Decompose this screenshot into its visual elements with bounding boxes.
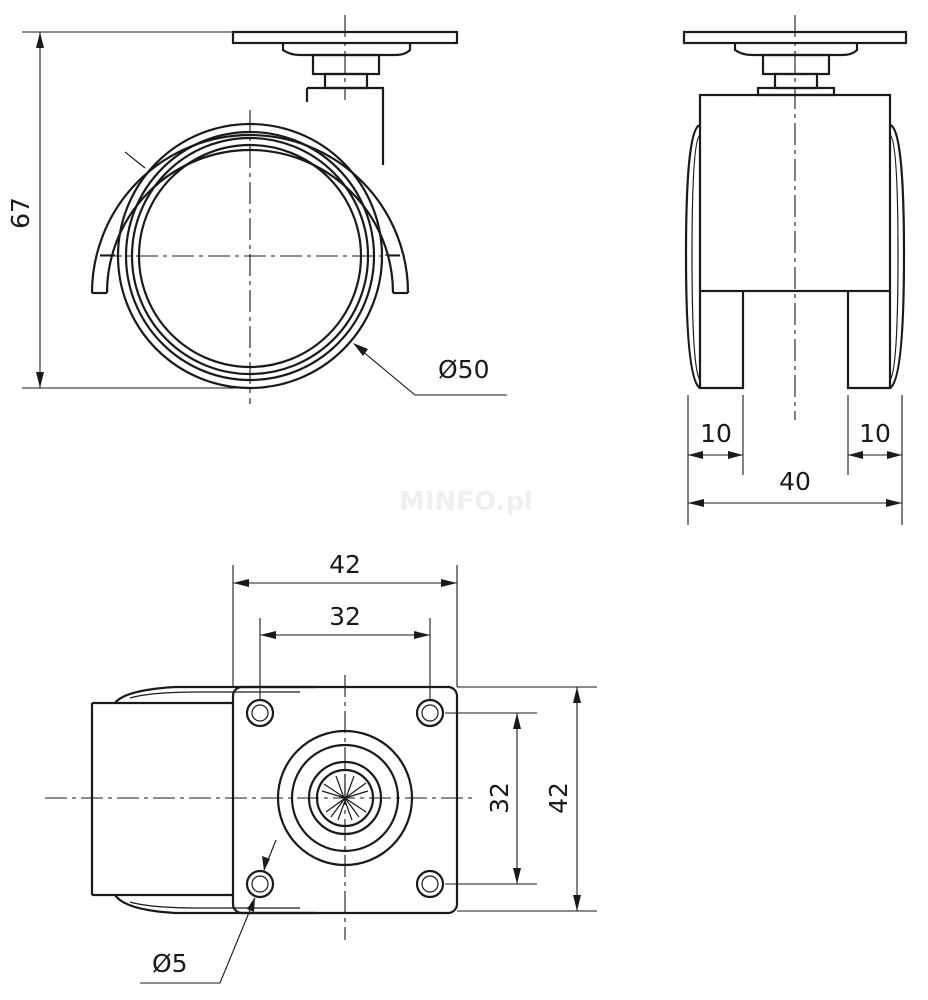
front-wheel-left bbox=[698, 291, 745, 390]
dim-32-vertical-arrow-a bbox=[513, 713, 521, 729]
dim-40-label: 40 bbox=[779, 467, 811, 496]
dim-42-vertical-arrow-b bbox=[573, 895, 581, 911]
dim-32-vertical-label: 32 bbox=[485, 782, 514, 814]
top-tyre-lower bbox=[114, 894, 315, 915]
front-stem-neck bbox=[773, 72, 819, 90]
dim-10-left-label: 10 bbox=[700, 419, 732, 448]
side-plate-boss bbox=[281, 43, 412, 57]
front-stem bbox=[761, 53, 831, 76]
front-tyre-right-inner bbox=[889, 134, 899, 381]
dim-32-horizontal-arrow-b bbox=[414, 631, 430, 639]
dim-10-right-arrow-a bbox=[848, 451, 863, 459]
dim-5-arrow-lower bbox=[247, 897, 255, 912]
side-swivel-arm bbox=[305, 86, 385, 165]
top-tyre-upper-inner bbox=[129, 691, 300, 699]
dim-67-label: 67 bbox=[6, 197, 35, 229]
dim-42-vertical-arrow-a bbox=[573, 687, 581, 703]
wheel-hood-outer bbox=[90, 133, 410, 294]
dim-32-horizontal-label: 32 bbox=[329, 602, 361, 631]
dim-40-arrow-b bbox=[886, 499, 902, 507]
dim-10-left-arrow-a bbox=[688, 451, 703, 459]
front-tyre-left bbox=[684, 123, 701, 389]
top-tyre-lower-inner bbox=[129, 901, 300, 909]
dim-50-leader bbox=[354, 344, 507, 396]
side-view: 67 Ø50 bbox=[6, 15, 507, 404]
dim-67-arrow-top bbox=[36, 32, 44, 48]
dim-42-vertical-label: 42 bbox=[544, 782, 573, 814]
dim-67-arrow-bottom bbox=[36, 372, 44, 388]
dim-5-leader bbox=[140, 897, 256, 984]
dim-40-arrow-a bbox=[688, 499, 704, 507]
mount-hole-bottom-right bbox=[415, 869, 445, 899]
dim-32-horizontal-arrow-a bbox=[260, 631, 276, 639]
hood-tick-mark bbox=[124, 151, 146, 169]
dim-10-left-arrow-b bbox=[728, 451, 743, 459]
mount-hole-top-left bbox=[245, 698, 275, 728]
watermark: MINFO.pl bbox=[399, 487, 533, 517]
dim-10-right-label: 10 bbox=[859, 419, 891, 448]
mount-hole-bottom-left bbox=[245, 869, 275, 899]
side-stem-neck bbox=[323, 72, 369, 90]
top-fork-body bbox=[90, 701, 233, 897]
side-stem bbox=[311, 53, 381, 76]
dim-50-label: Ø50 bbox=[438, 355, 490, 384]
top-tyre-upper bbox=[114, 685, 315, 704]
dim-32-vertical-arrow-b bbox=[513, 868, 521, 884]
mount-hole-top-right bbox=[415, 698, 445, 728]
dim-5-arrow-upper bbox=[262, 856, 270, 871]
front-tyre-right bbox=[889, 123, 906, 389]
dim-50-arrow bbox=[353, 343, 368, 356]
top-view: 42 32 32 42 Ø5 bbox=[45, 550, 597, 984]
dim-10-right-arrow-b bbox=[887, 451, 902, 459]
front-view: 10 10 40 bbox=[682, 15, 908, 525]
dim-42-horizontal-label: 42 bbox=[329, 550, 361, 579]
front-tyre-left-inner bbox=[691, 134, 701, 381]
dim-42-horizontal-arrow-b bbox=[441, 579, 457, 587]
dim-42-horizontal-arrow-a bbox=[233, 579, 249, 587]
front-wheel-right bbox=[846, 291, 892, 390]
dim-5-label: Ø5 bbox=[152, 949, 188, 978]
front-plate-boss bbox=[733, 43, 859, 57]
